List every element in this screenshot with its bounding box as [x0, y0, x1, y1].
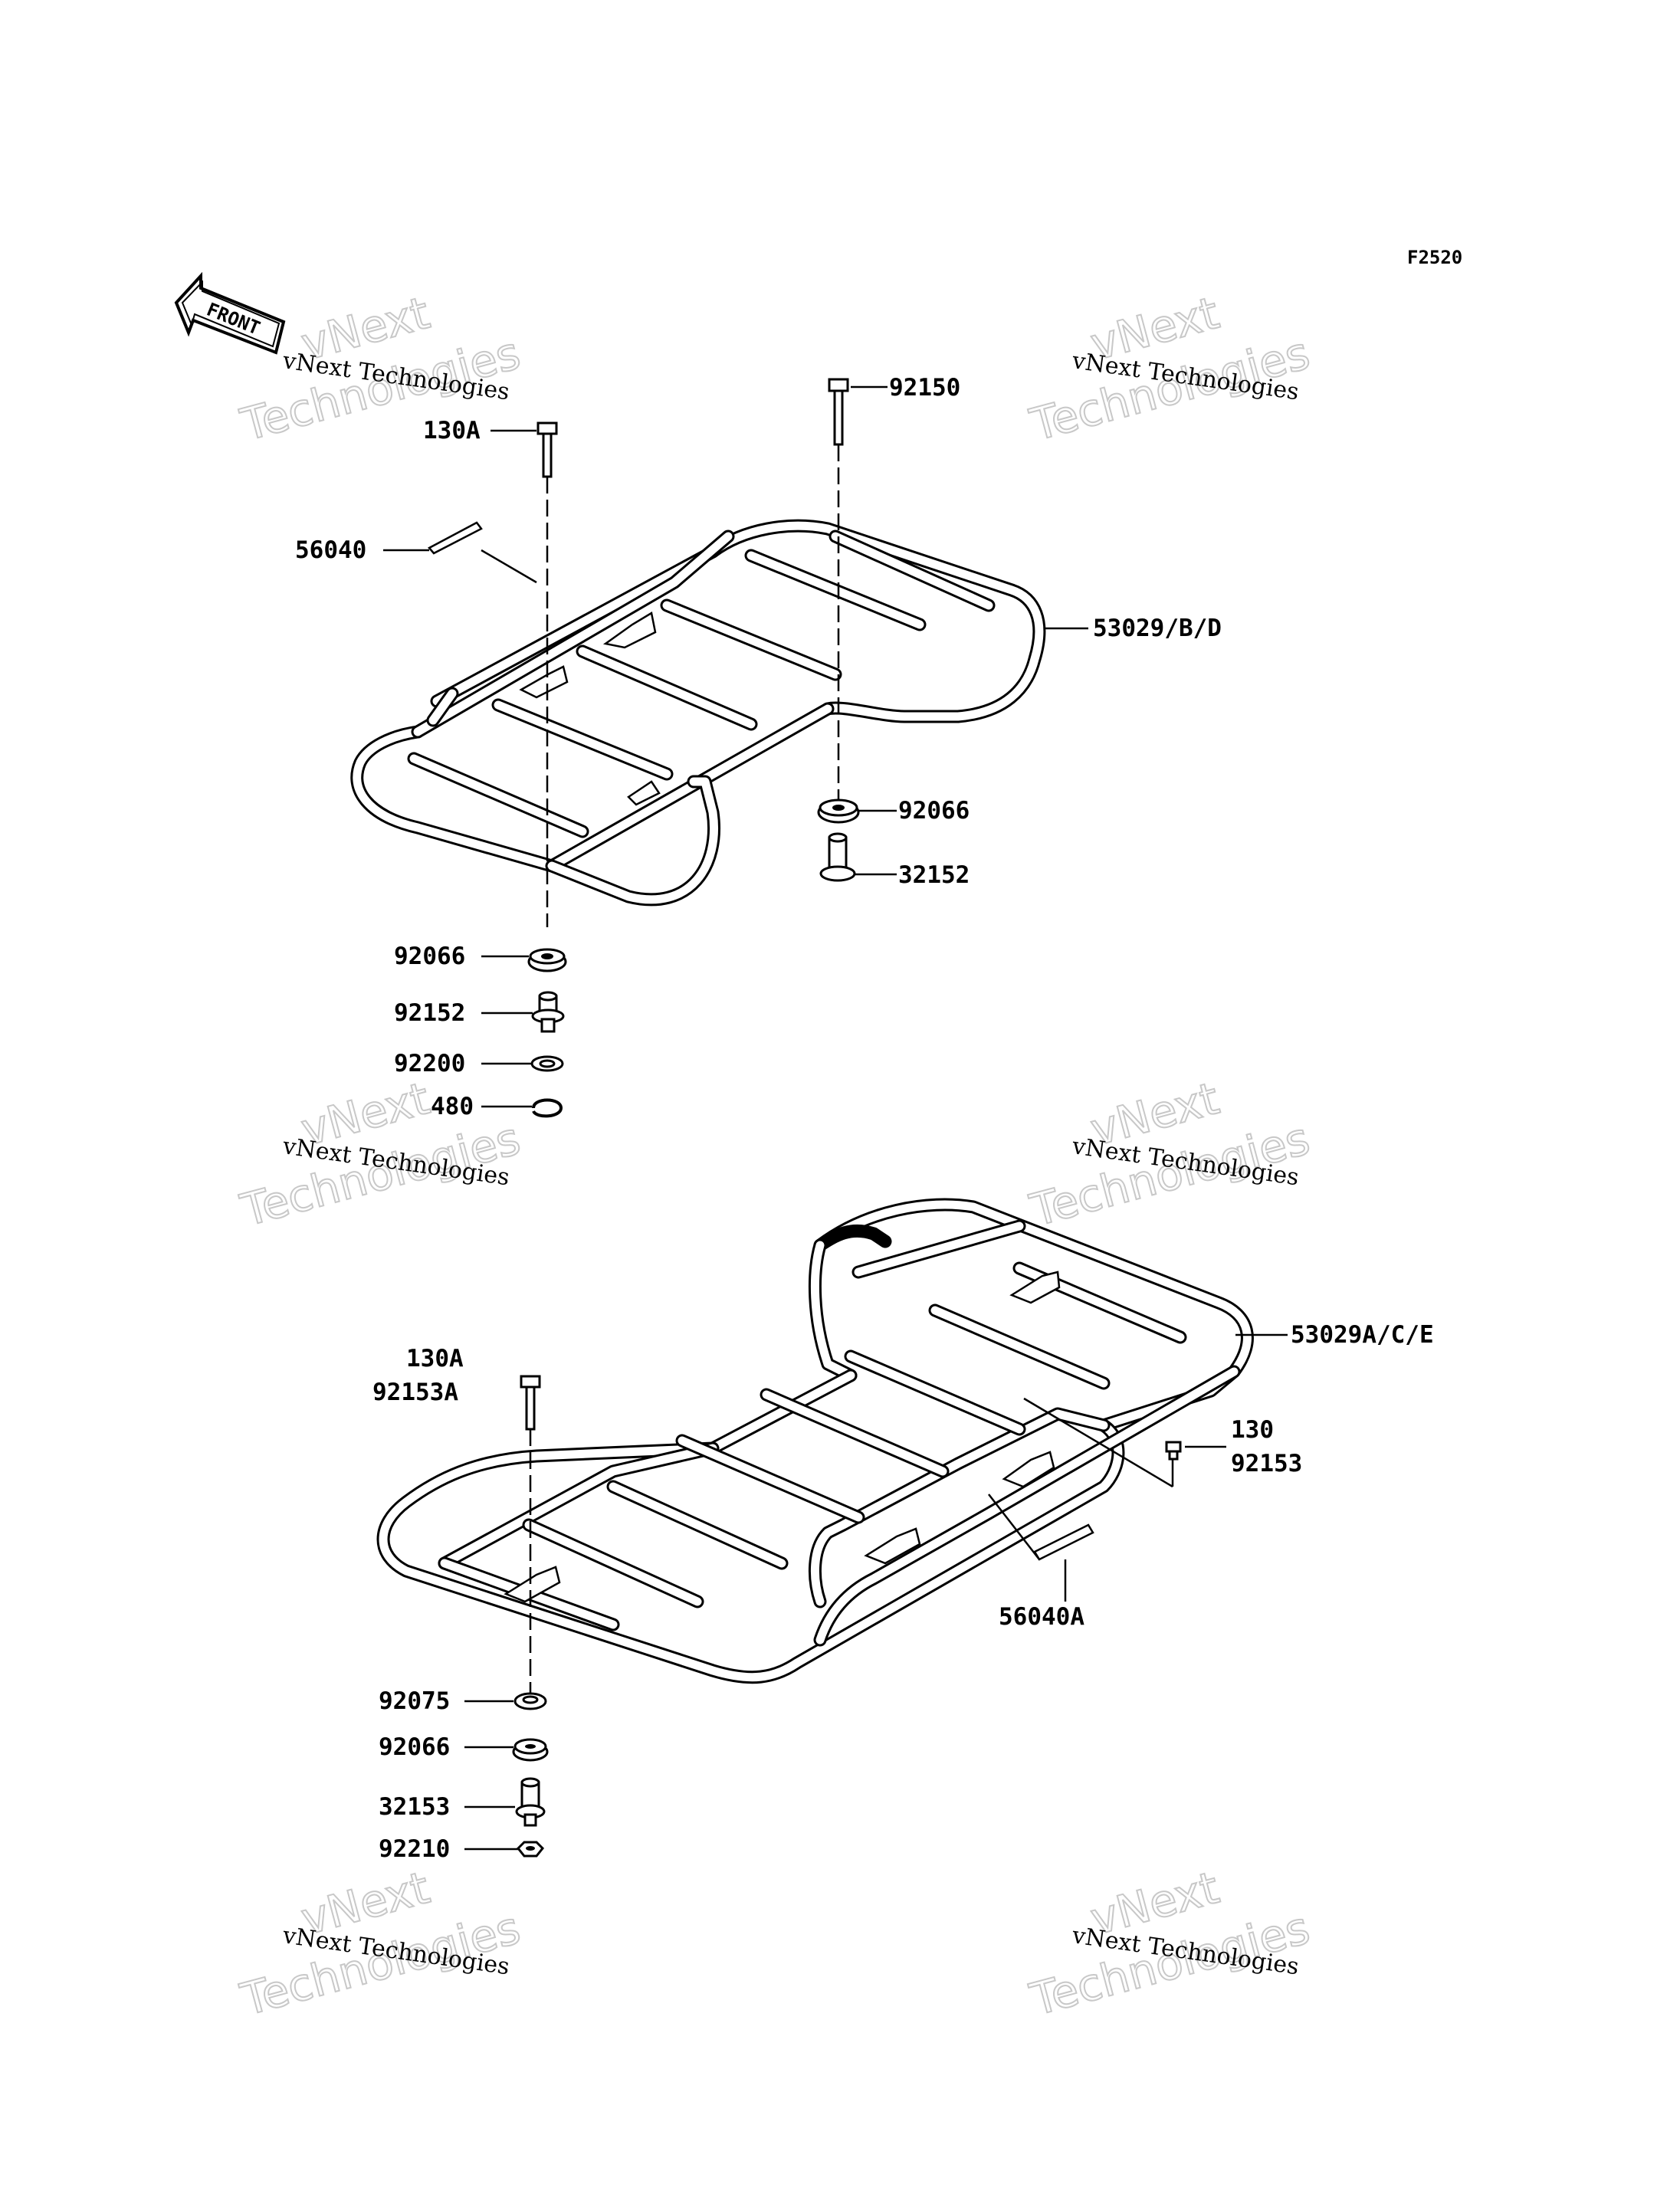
- watermark-bottom-right: Technologies vNext vNext Technologies: [1024, 1861, 1315, 2027]
- label-56040A: 56040A: [999, 1603, 1084, 1631]
- nut-92210-icon: [516, 1841, 545, 1858]
- figure-code: F2520: [1407, 247, 1462, 268]
- label-56040A-icon: [1033, 1523, 1094, 1561]
- collar-92152-icon: [531, 991, 565, 1033]
- label-53029BD: 53029/B/D: [1093, 615, 1222, 642]
- label-32153: 32153: [379, 1793, 450, 1821]
- bolt-130A-lower-icon: [520, 1375, 541, 1431]
- label-92066-lower: 92066: [379, 1733, 450, 1761]
- label-92153: 92153: [1231, 1450, 1302, 1477]
- collar-32153-icon: [515, 1777, 546, 1827]
- damper-92066-left-icon: [527, 948, 567, 972]
- clip-480-icon: [532, 1098, 563, 1118]
- label-92153A: 92153A: [372, 1379, 458, 1406]
- bolt-130A-upper: [536, 421, 558, 478]
- bolt-92150: [828, 378, 849, 446]
- label-92150: 92150: [889, 374, 960, 402]
- label-92075: 92075: [379, 1687, 450, 1715]
- label-130A-upper: 130A: [423, 417, 481, 444]
- label-92066-left: 92066: [394, 943, 465, 970]
- upper-crossbars: [407, 530, 996, 838]
- collar-32152-icon: [819, 832, 856, 882]
- label-92066-right: 92066: [898, 797, 970, 825]
- label-92152: 92152: [394, 999, 465, 1027]
- lower-right-mount-line: [1023, 1397, 1173, 1488]
- damper-92066-lower-icon: [512, 1738, 549, 1762]
- washer-92075-icon: [514, 1692, 547, 1710]
- label-130: 130: [1231, 1416, 1274, 1444]
- watermark-bottom-left: Technologies vNext vNext Technologies: [235, 1861, 526, 2027]
- label-480: 480: [431, 1093, 474, 1120]
- label-32152: 32152: [898, 861, 970, 889]
- watermark-mid-left: Technologies vNext vNext Technologies: [235, 1071, 526, 1238]
- label-56040-icon: [428, 521, 483, 555]
- front-arrow-icon: FRONT: [174, 271, 286, 355]
- label-92200: 92200: [394, 1050, 465, 1077]
- bolt-130-icon: [1165, 1441, 1182, 1461]
- lower-carrier-frame: [376, 1198, 1254, 1684]
- label-56040: 56040: [295, 536, 366, 564]
- washer-92200-icon: [530, 1055, 564, 1072]
- watermark-top-right: Technologies vNext vNext Technologies: [1024, 286, 1315, 452]
- watermark-mid-right: Technologies vNext vNext Technologies: [1024, 1071, 1315, 1238]
- damper-92066-right-icon: [817, 798, 860, 824]
- watermark-top-left: Technologies vNext vNext Technologies: [235, 286, 526, 452]
- label-92210: 92210: [379, 1835, 450, 1863]
- label-130A-lower: 130A: [406, 1345, 464, 1372]
- upper-carrier-frame: [350, 519, 1046, 907]
- label-53029ACE: 53029A/C/E: [1291, 1321, 1434, 1349]
